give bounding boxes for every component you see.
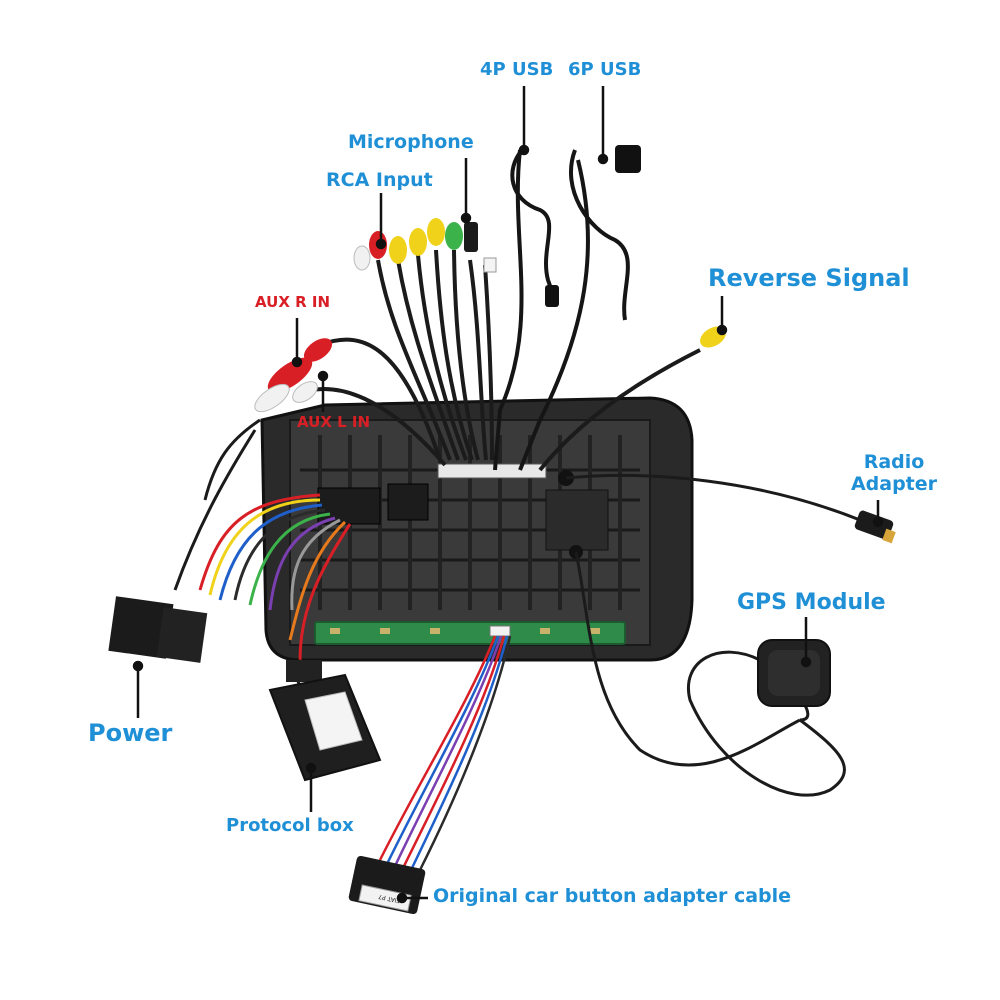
label-radio-adapter-line2: Adapter [850,472,938,495]
label-rca-input: RCA Input [326,169,433,191]
label-microphone: Microphone [348,131,474,153]
label-radio-adapter-line1: Radio [863,451,925,473]
label-6p-usb: 6P USB [568,59,642,80]
power-harness [173,418,352,661]
label-reverse-signal: Reverse Signal [708,264,910,292]
power-plug [108,596,208,663]
leader-lines [132,86,884,904]
label-protocol-box: Protocol box [226,815,354,836]
label-radio-adapter: Radio Adapter [848,451,940,496]
connector-tag: FIAT P7 [378,893,401,904]
usb-4p-plug [545,285,559,307]
usb-6p-plug [615,145,641,173]
label-4p-usb: 4P USB [480,59,554,80]
button-adapter-cable [378,635,512,871]
label-original-button-cable: Original car button adapter cable [433,885,792,907]
aux-cables [254,337,447,467]
label-aux-l-in: AUX L IN [297,413,371,431]
usb-cables [493,148,630,471]
rca-input-bundle [353,218,497,461]
label-aux-r-in: AUX R IN [255,293,331,311]
label-power: Power [88,719,173,747]
protocol-box [268,658,382,782]
label-gps-module: GPS Module [737,590,886,615]
